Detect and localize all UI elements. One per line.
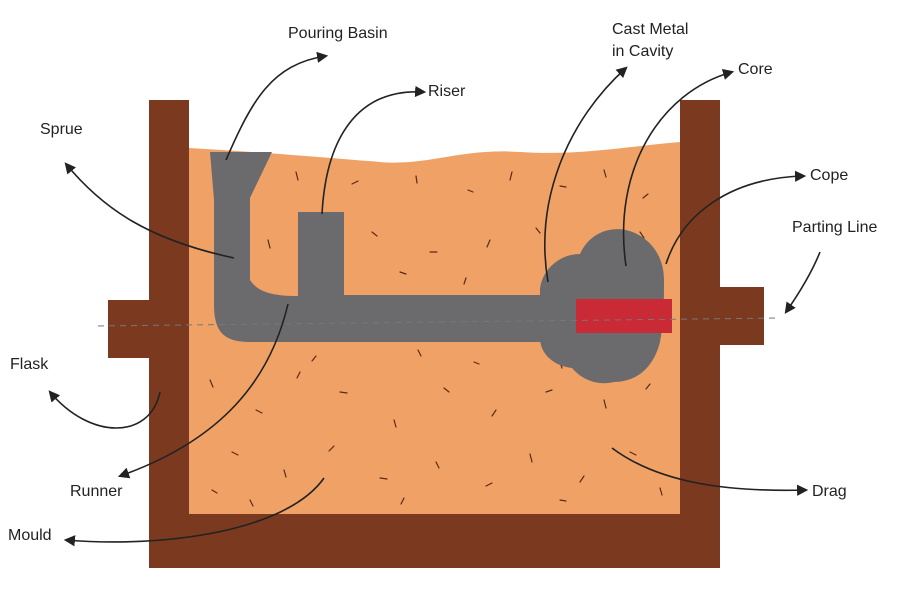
arrow-core bbox=[622, 69, 735, 267]
parting-line bbox=[97, 317, 781, 327]
core bbox=[576, 299, 672, 333]
flask bbox=[149, 100, 720, 568]
label-riser: Riser bbox=[428, 83, 466, 100]
label-mould: Mould bbox=[8, 527, 52, 544]
leader-arrows bbox=[48, 51, 821, 547]
label-sprue: Sprue bbox=[40, 121, 83, 138]
sand-speckles bbox=[209, 169, 663, 507]
label-core: Core bbox=[738, 61, 773, 78]
label-drag: Drag bbox=[812, 483, 847, 500]
gating-system bbox=[210, 152, 546, 342]
flask-right-handle bbox=[716, 287, 764, 345]
label-runner: Runner bbox=[70, 483, 123, 500]
arrow-drag bbox=[611, 447, 809, 496]
label-parting-line: Parting Line bbox=[792, 219, 878, 236]
arrow-flask bbox=[48, 390, 161, 429]
arrow-riser bbox=[321, 85, 427, 215]
label-pouring-basin: Pouring Basin bbox=[288, 25, 388, 42]
arrow-sprue bbox=[64, 162, 235, 259]
flask-left-handle bbox=[108, 300, 154, 358]
arrow-runner bbox=[117, 303, 289, 479]
label-flask: Flask bbox=[10, 356, 49, 373]
arrow-pouring-basin bbox=[225, 51, 329, 161]
label-cast-metal-line1: Cast Metal bbox=[612, 21, 689, 38]
arrow-cast-metal bbox=[544, 66, 628, 283]
label-cast-metal-line2: in Cavity bbox=[612, 43, 674, 60]
arrow-parting-line bbox=[784, 251, 821, 314]
arrow-cope bbox=[665, 170, 807, 265]
label-cope: Cope bbox=[810, 167, 849, 184]
arrow-mould bbox=[63, 477, 325, 547]
